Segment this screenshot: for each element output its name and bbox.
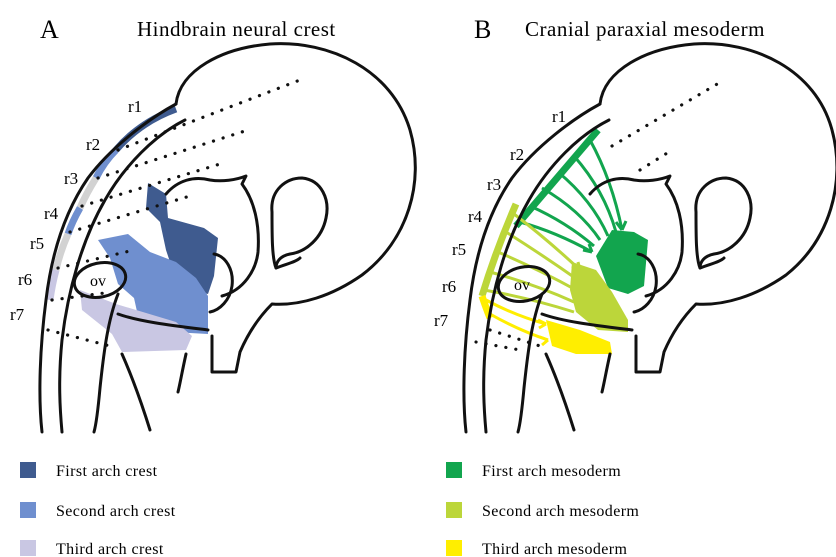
panel-b-r7-label: r7 <box>434 311 449 330</box>
panel-b-ov-label: ov <box>514 277 530 294</box>
legend-swatch-second-arch-mesoderm <box>446 502 462 518</box>
panel-b-r3-label: r3 <box>487 175 501 194</box>
panel-b-r6-label: r6 <box>442 277 456 296</box>
panel-a-r2-label: r2 <box>86 135 100 154</box>
legend-label-first-arch-crest: First arch crest <box>56 463 158 480</box>
panel-a-eye-outline <box>272 178 327 268</box>
legend-label-first-arch-mesoderm: First arch mesoderm <box>482 463 621 480</box>
panel-b-title: Cranial paraxial mesoderm <box>525 17 765 41</box>
first-arch-mesoderm-origin <box>516 130 598 226</box>
panel-a-ventral <box>122 354 186 430</box>
panel-a-title: Hindbrain neural crest <box>137 17 336 41</box>
legend-label-second-arch-mesoderm: Second arch mesoderm <box>482 503 639 520</box>
panel-a-r3-label: r3 <box>64 169 78 188</box>
panel-b-head-outline <box>600 44 836 372</box>
panel-a-ov-label: ov <box>90 273 106 290</box>
panel-b-letter: B <box>474 15 491 44</box>
r3-crest-strip <box>80 178 96 208</box>
panel-a-r5-label: r5 <box>30 234 44 253</box>
legend-swatch-first-arch-mesoderm <box>446 462 462 478</box>
panel-a-boundary-dots <box>118 80 300 150</box>
panel-b-r4-label: r4 <box>468 207 483 226</box>
panel-a-letter: A <box>40 15 59 44</box>
legend-swatch-second-arch-crest <box>20 502 36 518</box>
panel-a-r4-label: r4 <box>44 204 59 223</box>
panel-b-r2-label: r2 <box>510 145 524 164</box>
panel-a-r7-label: r7 <box>10 305 25 324</box>
panel-b: B Cranial paraxial mesoderm <box>434 15 836 432</box>
panel-b-ventral <box>546 354 610 430</box>
legend-swatch-third-arch-crest <box>20 540 36 556</box>
panel-a: A Hindbrain neural crest ov <box>10 15 415 432</box>
panel-b-r1-label: r1 <box>552 107 566 126</box>
legend: First arch crest Second arch crest Third… <box>20 462 639 557</box>
panel-a-r1-label: r1 <box>128 97 142 116</box>
legend-swatch-third-arch-mesoderm <box>446 540 462 556</box>
legend-label-third-arch-crest: Third arch crest <box>56 541 164 557</box>
legend-swatch-first-arch-crest <box>20 462 36 478</box>
panel-b-eye-outline <box>696 178 751 268</box>
legend-label-third-arch-mesoderm: Third arch mesoderm <box>482 541 627 557</box>
panel-a-head-outline <box>176 44 415 372</box>
panel-a-r6-label: r6 <box>18 270 32 289</box>
second-arch-migration-arrows <box>484 214 580 312</box>
legend-crest: First arch crest Second arch crest Third… <box>20 462 176 557</box>
panel-b-boundary-dots <box>612 80 724 146</box>
legend-label-second-arch-crest: Second arch crest <box>56 503 176 520</box>
panel-b-r5-label: r5 <box>452 240 466 259</box>
legend-mesoderm: First arch mesoderm Second arch mesoderm… <box>446 462 639 557</box>
